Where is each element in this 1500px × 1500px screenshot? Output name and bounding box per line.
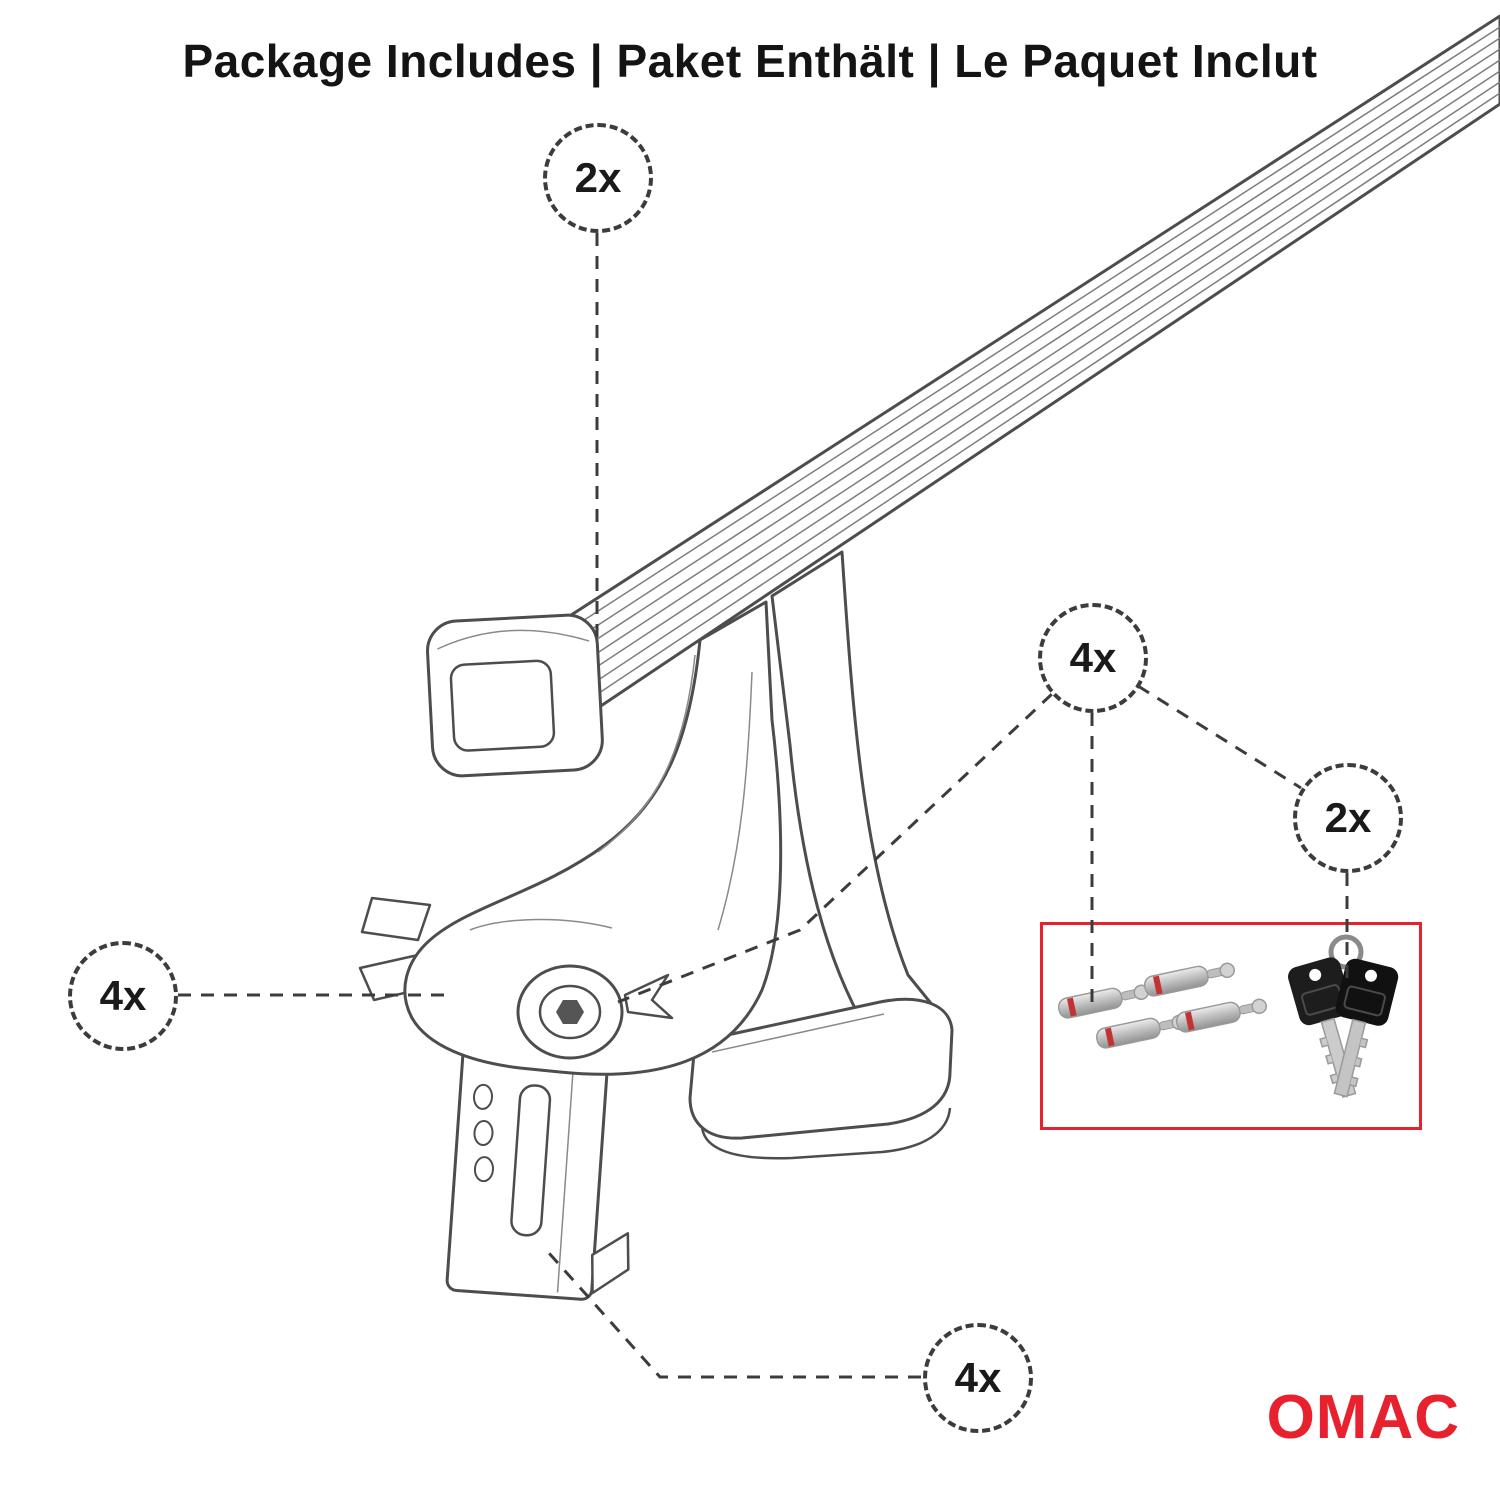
- omac-logo: OMAC: [1266, 1383, 1460, 1452]
- bolt-boss: [516, 964, 624, 1060]
- callout-crossbar-qty: 2x: [543, 123, 653, 233]
- callout-clamp-label: 4x: [954, 1354, 1002, 1401]
- callout-lock-label: 4x: [1069, 634, 1117, 681]
- leader-lines: [178, 233, 1349, 1379]
- clamp-drawing: [445, 1034, 630, 1301]
- callout-crossbar-label: 2x: [574, 154, 622, 201]
- callout-foot-qty: 4x: [68, 941, 178, 1051]
- lock-set-box: [1040, 922, 1422, 1130]
- callout-key-label: 2x: [1324, 794, 1372, 841]
- callout-clamp-qty: 4x: [923, 1323, 1033, 1433]
- endcap-drawing: [426, 613, 604, 778]
- foot-drawing: [358, 550, 954, 1301]
- lock-cylinders-image: [1057, 962, 1267, 1049]
- keys-image: [1288, 934, 1399, 1098]
- callout-foot-label: 4x: [99, 972, 147, 1019]
- callout-lock-qty: 4x: [1038, 603, 1148, 713]
- callout-key-qty: 2x: [1293, 763, 1403, 873]
- page-title: Package Includes | Paket Enthält | Le Pa…: [182, 35, 1318, 87]
- crossbar-drawing: [518, 14, 1500, 738]
